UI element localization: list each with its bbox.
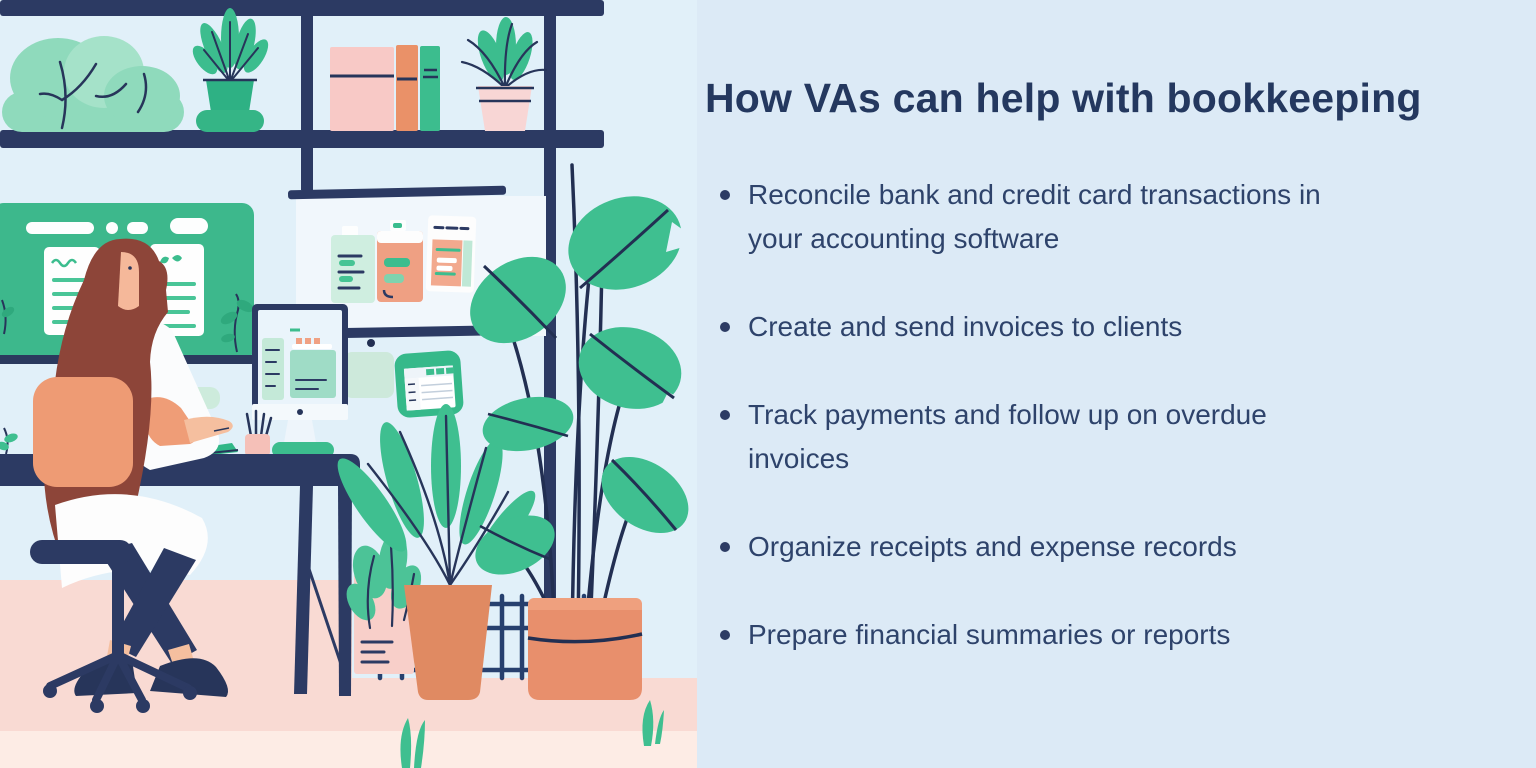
desk-monitor xyxy=(252,304,348,454)
woman-arm xyxy=(145,397,198,446)
pinboard-card-pink xyxy=(425,215,477,293)
woman-face xyxy=(118,252,139,310)
office-illustration xyxy=(0,0,697,768)
bullet-item: Track payments and follow up on overdue … xyxy=(718,393,1348,481)
medium-plant xyxy=(337,404,536,700)
board-sprig-decoration xyxy=(220,293,254,353)
shelf-books xyxy=(330,45,440,131)
wall-calendar-widget xyxy=(394,350,464,418)
grass-tuft xyxy=(400,700,664,768)
bullet-item: Reconcile bank and credit card transacti… xyxy=(718,173,1348,261)
bullet-list: Reconcile bank and credit card transacti… xyxy=(718,173,1348,657)
pinboard-card-salmon xyxy=(377,220,423,302)
office-chair-base xyxy=(30,540,197,713)
text-panel: How VAs can help with bookkeeping Reconc… xyxy=(697,0,1536,768)
shelf-pink-pot-plant xyxy=(460,17,548,131)
shelf-potted-plant xyxy=(192,8,269,132)
page-title: How VAs can help with bookkeeping xyxy=(705,75,1422,121)
desk-sprig xyxy=(0,427,18,455)
wall-paper-mint xyxy=(344,352,394,398)
monstera-plant xyxy=(470,163,697,700)
shelf-mint-bush xyxy=(2,36,184,132)
woman-hand xyxy=(184,416,233,443)
woman-leg xyxy=(111,548,196,657)
pinboard-card-mint xyxy=(331,226,375,303)
bullet-item: Prepare financial summaries or reports xyxy=(718,613,1348,657)
woman-at-desk xyxy=(30,238,233,713)
bullet-item: Create and send invoices to clients xyxy=(718,305,1348,349)
chair-back xyxy=(33,377,133,487)
woman-shoe xyxy=(150,658,229,697)
monstera-pot xyxy=(527,598,643,700)
bullet-item: Organize receipts and expense records xyxy=(718,525,1348,569)
